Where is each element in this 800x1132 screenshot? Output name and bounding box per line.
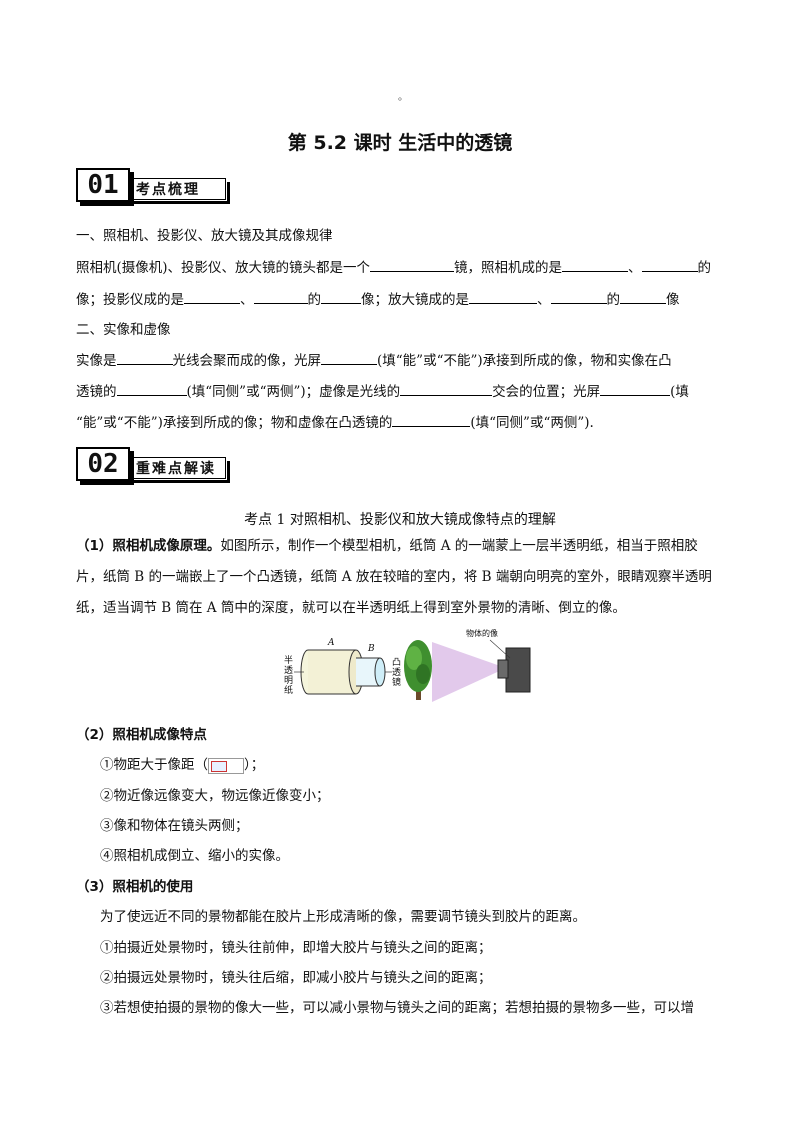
blank[interactable] (400, 381, 493, 396)
section-label: 重难点解读 (128, 457, 226, 479)
section-label: 考点梳理 (128, 178, 226, 200)
blank[interactable] (321, 350, 377, 365)
blank[interactable] (469, 289, 537, 304)
feature-4: ④照相机成倒立、缩小的实像。 (100, 848, 289, 864)
section-header-01: 01 考点梳理 (76, 168, 232, 206)
label-screen: 半透明纸 (284, 656, 294, 696)
feature-3: ③像和物体在镜头两侧； (100, 818, 249, 834)
section-number: 01 (76, 168, 130, 202)
blank[interactable] (116, 381, 187, 396)
label-tube-b: B (368, 644, 375, 654)
para-camera-principle-2: 片，纸筒 B 的一端嵌上了一个凸透镜，纸筒 A 放在较暗的室内，将 B 端朝向明… (76, 569, 712, 585)
usage-1: ①拍摄近处景物时，镜头往前伸，即增大胶片与镜头之间的距离； (100, 940, 492, 956)
feature-2: ②物近像远像变大，物远像近像变小； (100, 788, 330, 804)
fill-line-2: 像；投影仪成的是、的像；放大镜成的是、的像 (76, 289, 726, 310)
section-header-02: 02 重难点解读 (76, 447, 232, 485)
fill-line-1: 照相机(摄像机)、投影仪、放大镜的镜头都是一个镜，照相机成的是、的 (76, 257, 726, 278)
topic-heading: 考点 1 对照相机、投影仪和放大镜成像特点的理解 (244, 512, 556, 528)
page-title: 第 5.2 课时 生活中的透镜 (287, 132, 513, 154)
heading-camera-features: （2）照相机成像特点 (76, 727, 207, 743)
blank[interactable] (600, 381, 671, 396)
header-mark: 。 (398, 92, 408, 103)
blank[interactable] (562, 257, 629, 272)
fill-line-5: “能”或“不能”)承接到所成的像；物和虚像在凸透镜的(填“同侧”或“两侧”). (76, 412, 726, 433)
blank[interactable] (620, 289, 666, 304)
usage-2: ②拍摄远处景物时，镜头往后缩，即减小胶片与镜头之间的距离； (100, 970, 492, 986)
label-image: 物体的像 (466, 629, 498, 638)
heading-lens-imaging: 一、照相机、投影仪、放大镜及其成像规律 (76, 228, 333, 244)
usage-intro: 为了使远近不同的景物都能在胶片上形成清晰的像，需要调节镜头到胶片的距离。 (100, 909, 586, 925)
blank[interactable] (321, 289, 361, 304)
label-convex-lens: 凸透镜 (392, 658, 402, 688)
camera-diagram (294, 639, 531, 702)
blank[interactable] (253, 289, 308, 304)
camera-model-figure: 半透明纸 A B 凸透镜 物体的像 (266, 628, 536, 714)
heading-real-virtual: 二、实像和虚像 (76, 322, 171, 338)
para-camera-principle-3: 纸，适当调节 B 筒在 A 筒中的深度，就可以在半透明纸上得到室外景物的清晰、倒… (76, 600, 626, 616)
blank[interactable] (116, 350, 173, 365)
blank[interactable] (550, 289, 607, 304)
blank[interactable] (641, 257, 698, 272)
fill-line-4: 透镜的(填“同侧”或“两侧”)；虚像是光线的交会的位置；光屏(填 (76, 381, 726, 402)
blank[interactable] (370, 257, 455, 272)
usage-3: ③若想使拍摄的景物的像大一些，可以减小景物与镜头之间的距离；若想拍摄的景物多一些… (100, 1000, 694, 1016)
para-camera-principle-1: （1）照相机成像原理。如图所示，制作一个模型相机，纸筒 A 的一端蒙上一层半透明… (76, 538, 698, 554)
fill-line-3: 实像是光线会聚而成的像，光屏(填“能”或“不能”)承接到所成的像，物和实像在凸 (76, 350, 726, 371)
section-number: 02 (76, 447, 130, 481)
heading-camera-usage: （3）照相机的使用 (76, 879, 194, 895)
label-tube-a: A (328, 638, 335, 648)
blank[interactable] (392, 412, 471, 427)
blank[interactable] (184, 289, 240, 304)
formula-icon (208, 757, 244, 774)
feature-1: ①物距大于像距（ ）； (100, 757, 265, 774)
